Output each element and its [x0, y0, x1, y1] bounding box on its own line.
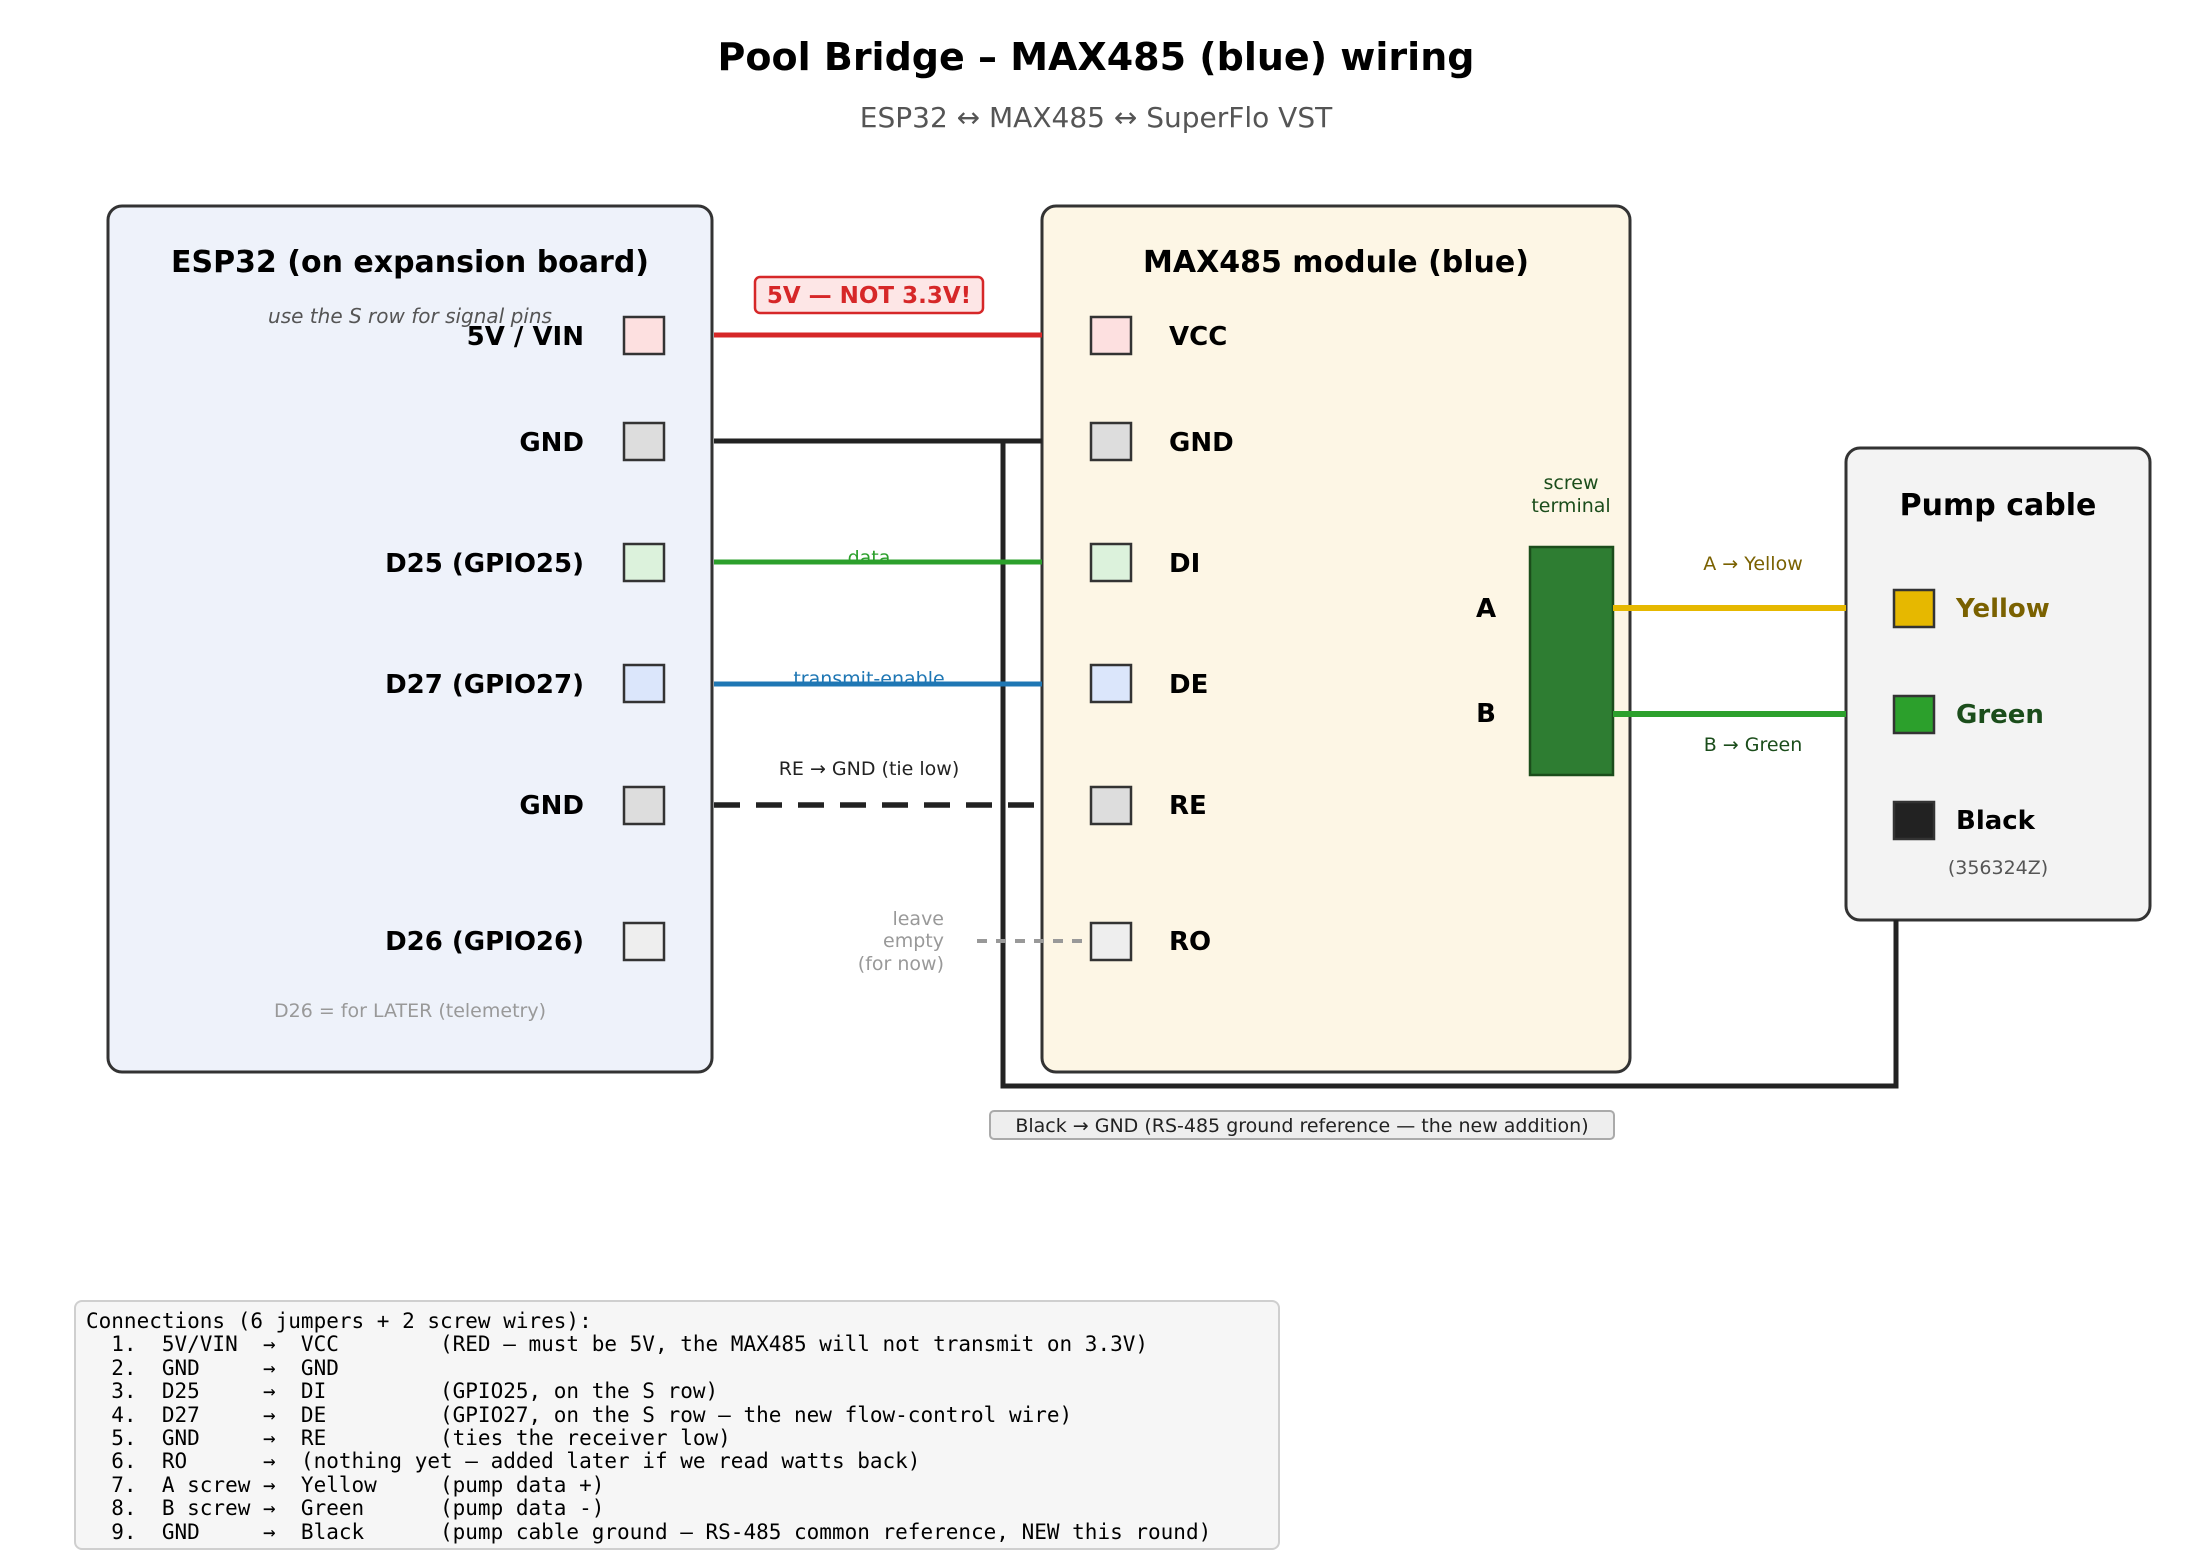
esp32-box	[106, 204, 714, 1074]
connection-line: 7. A screw → Yellow (pump data +)	[86, 1472, 605, 1497]
esp32-footnote: D26 = for LATER (telemetry)	[274, 1000, 546, 1022]
max485-pin-ro	[1089, 921, 1133, 962]
esp32-note: use the S row for signal pins	[268, 304, 552, 328]
max485-pin-gnd	[1089, 421, 1133, 462]
screw-terminal-label-1: screw	[1544, 472, 1599, 494]
pump-wire-green-label: Green	[1956, 700, 2044, 730]
wire-black-gnd	[1000, 441, 1899, 1089]
connections-header: Connections (6 jumpers + 2 screw wires):	[86, 1309, 592, 1333]
screw-terminal-label-2: terminal	[1531, 495, 1610, 517]
max485-title: MAX485 module (blue)	[1143, 245, 1529, 280]
connection-line: 6. RO → (nothing yet — added later if we…	[86, 1449, 921, 1474]
max485-pin-ro-label: RO	[1169, 927, 1211, 957]
connection-line: 1. 5V/VIN → VCC (RED — must be 5V, the M…	[86, 1332, 1149, 1357]
black-gnd-badge	[989, 1110, 1615, 1140]
a-yellow-wire-label: A → Yellow	[1703, 553, 1803, 575]
max485-box	[1040, 204, 1632, 1074]
leave-empty-label-3: (for now)	[858, 953, 944, 975]
esp32-pin-5v	[622, 315, 666, 356]
leave-empty-label-2: empty	[883, 930, 944, 952]
b-green-wire-label: B → Green	[1704, 734, 1803, 756]
esp32-pin-d27	[622, 663, 666, 704]
esp32-pin-d27-label: D27 (GPIO27)	[385, 670, 584, 700]
data-wire-label: data	[848, 547, 891, 569]
pump-wire-yellow-label: Yellow	[1955, 594, 2050, 624]
black-gnd-wire-label: Black → GND (RS-485 ground reference — t…	[1015, 1115, 1588, 1137]
transmit-enable-wire-label: transmit-enable	[793, 668, 944, 690]
connection-line: 8. B screw → Green (pump data -)	[86, 1496, 605, 1521]
max485-pin-de-label: DE	[1169, 670, 1208, 700]
page-subtitle: ESP32 ↔ MAX485 ↔ SuperFlo VST	[860, 101, 1333, 134]
esp32-title: ESP32 (on expansion board)	[171, 245, 649, 280]
power-warning-badge	[753, 275, 985, 315]
esp32-pin-gnd2-label: GND	[519, 791, 584, 821]
esp32-pin-gnd	[622, 421, 666, 462]
connection-line: 2. GND → GND	[86, 1355, 339, 1380]
screw-terminal	[1528, 545, 1615, 777]
esp32-pin-d25-label: D25 (GPIO25)	[385, 549, 584, 579]
max485-pin-di-label: DI	[1169, 549, 1200, 579]
esp32-pin-5v-label: 5V / VIN	[467, 322, 584, 352]
terminal-b-label: B	[1476, 699, 1496, 729]
terminal-a-label: A	[1476, 594, 1496, 624]
pump-wire-black-label: Black	[1956, 806, 2036, 836]
pump-part-number: (356324Z)	[1948, 857, 2048, 879]
page-title: Pool Bridge – MAX485 (blue) wiring	[718, 35, 1475, 79]
esp32-pin-gnd-label: GND	[519, 428, 584, 458]
connection-line: 5. GND → RE (ties the receiver low)	[86, 1426, 731, 1451]
esp32-pin-gnd2	[622, 785, 666, 826]
leave-empty-label-1: leave	[892, 908, 944, 930]
pump-wire-black	[1892, 800, 1936, 841]
power-warning-label: 5V — NOT 3.3V!	[767, 283, 971, 309]
esp32-pin-d26-label: D26 (GPIO26)	[385, 927, 584, 957]
esp32-pin-d26	[622, 921, 666, 962]
connection-line: 4. D27 → DE (GPIO27, on the S row — the …	[86, 1402, 1073, 1427]
connections-summary: Connections (6 jumpers + 2 screw wires):…	[74, 1300, 1280, 1550]
pump-cable-title: Pump cable	[1900, 488, 2097, 523]
re-gnd-wire-label: RE → GND (tie low)	[779, 758, 960, 780]
max485-pin-re-label: RE	[1169, 791, 1207, 821]
max485-pin-gnd-label: GND	[1169, 428, 1234, 458]
max485-pin-vcc	[1089, 315, 1133, 356]
max485-pin-re	[1089, 785, 1133, 826]
max485-pin-di	[1089, 542, 1133, 583]
connection-line: 9. GND → Black (pump cable ground — RS-4…	[86, 1519, 1212, 1544]
pump-wire-green	[1892, 694, 1936, 735]
max485-pin-vcc-label: VCC	[1169, 322, 1227, 352]
pump-wire-yellow	[1892, 588, 1936, 629]
esp32-pin-d25	[622, 542, 666, 583]
connection-line: 3. D25 → DI (GPIO25, on the S row)	[86, 1379, 719, 1404]
max485-pin-de	[1089, 663, 1133, 704]
